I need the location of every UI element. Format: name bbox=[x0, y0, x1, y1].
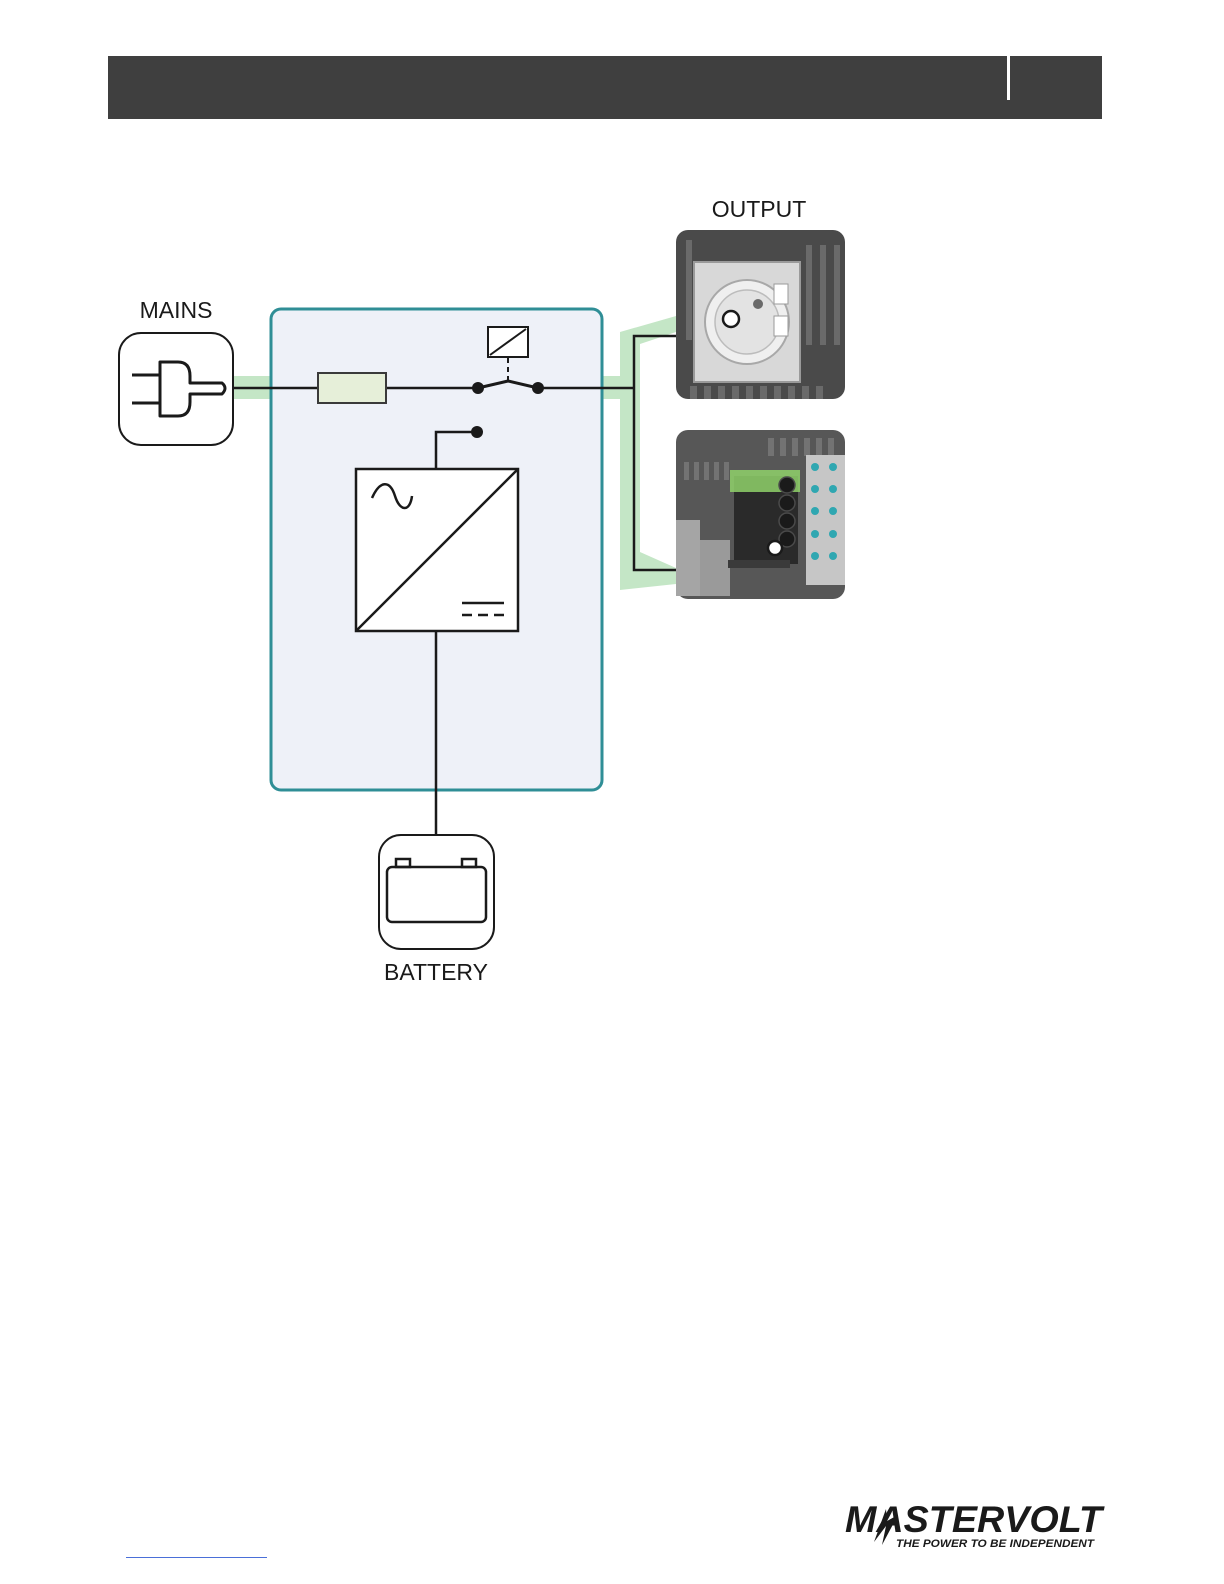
socket-photo bbox=[676, 230, 845, 399]
mains-label: MAINS bbox=[140, 297, 213, 323]
terminal-block-photo bbox=[676, 430, 845, 599]
fuse-symbol bbox=[318, 373, 386, 403]
relay-coil-symbol bbox=[488, 327, 528, 357]
inverter-symbol bbox=[356, 469, 518, 631]
mastervolt-logo: MASTERVOLT THE POWER TO BE INDEPENDENT bbox=[845, 1499, 1105, 1550]
battery-icon bbox=[379, 835, 494, 949]
logo-tagline: THE POWER TO BE INDEPENDENT bbox=[896, 1538, 1095, 1550]
battery-label: BATTERY bbox=[384, 959, 488, 985]
footer-link-underline bbox=[126, 1557, 267, 1558]
plug-icon bbox=[119, 333, 233, 445]
output-label: OUTPUT bbox=[712, 196, 807, 222]
inverter-input-terminal bbox=[471, 426, 483, 438]
